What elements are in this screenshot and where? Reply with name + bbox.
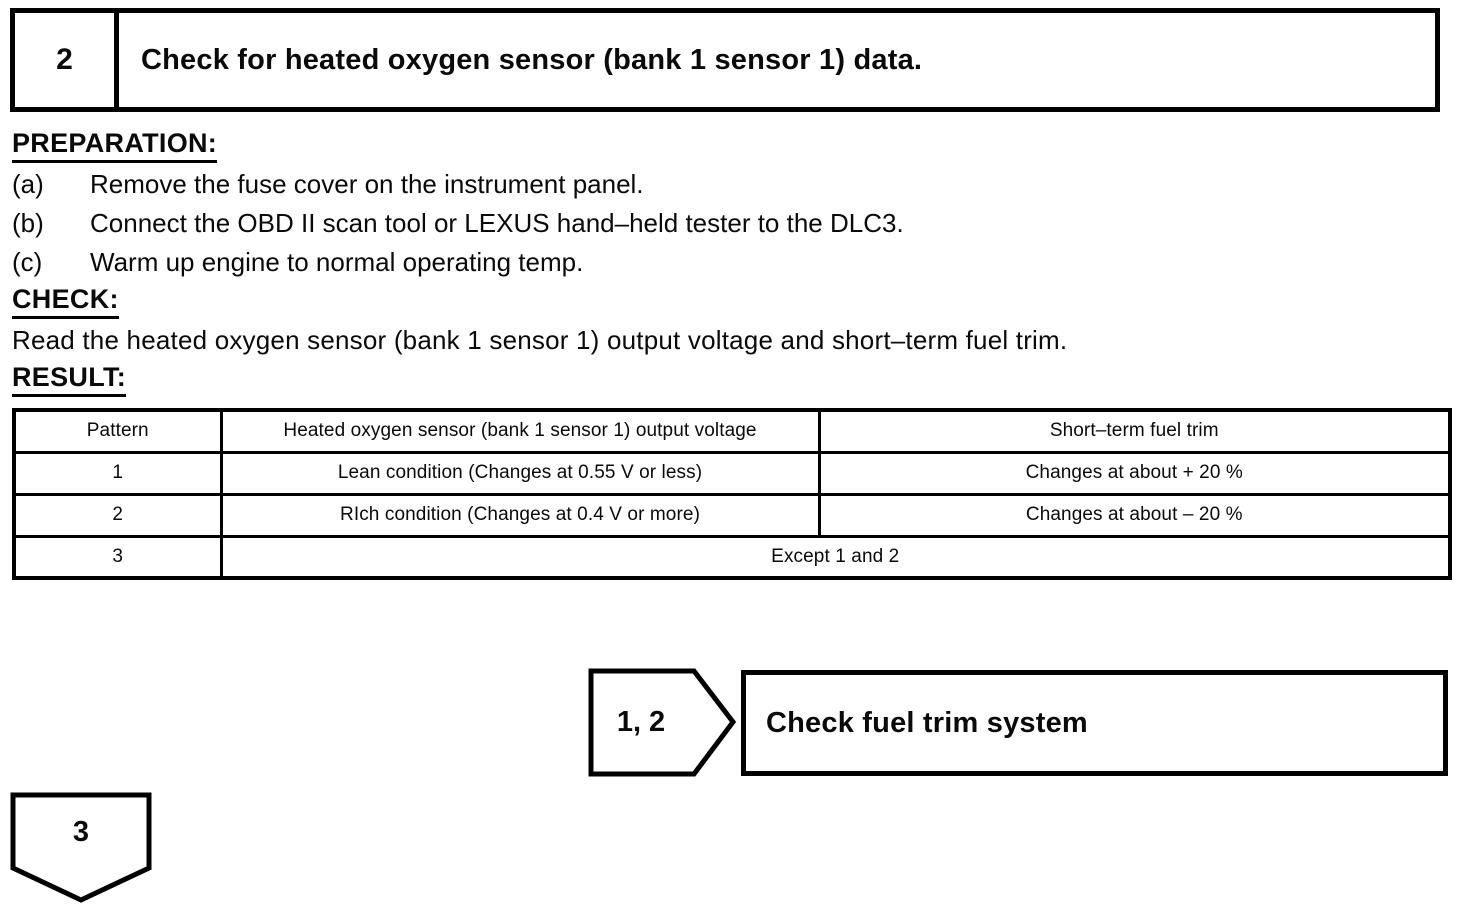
prep-item-b-text: Connect the OBD II scan tool or LEXUS ha… — [90, 208, 904, 238]
right-arrow-pentagon-icon — [588, 668, 736, 777]
table-row-pattern-3: 3 Except 1 and 2 — [12, 534, 1452, 580]
result-heading: RESULT: — [12, 362, 127, 397]
flow-label-3: 3 — [72, 815, 90, 848]
col-header-voltage: Heated oxygen sensor (bank 1 sensor 1) o… — [219, 408, 821, 454]
prep-item-a: (a) Remove the fuse cover on the instrum… — [12, 165, 1452, 204]
table-row-pattern-1: 1 Lean condition (Changes at 0.55 V or l… — [12, 450, 1452, 496]
cell-voltage-1: Lean condition (Changes at 0.55 V or les… — [219, 450, 821, 496]
result-heading-line: RESULT: — [12, 360, 1452, 399]
col-header-pattern: Pattern — [12, 408, 223, 454]
action-box: Check fuel trim system — [741, 670, 1448, 776]
check-text: Read the heated oxygen sensor (bank 1 se… — [12, 325, 1068, 355]
prep-item-c: (c) Warm up engine to normal operating t… — [12, 243, 1452, 282]
cell-voltage-2: RIch condition (Changes at 0.4 V or more… — [219, 492, 821, 538]
prep-item-b-label: (b) — [12, 208, 44, 238]
down-arrow-pentagon-icon — [10, 792, 152, 903]
preparation-heading-line: PREPARATION: — [12, 126, 1452, 165]
table-row-pattern-2: 2 RIch condition (Changes at 0.4 V or mo… — [12, 492, 1452, 538]
flow-connector-3: 3 — [10, 792, 152, 904]
col-header-fuel-trim: Short–term fuel trim — [817, 408, 1452, 454]
cell-trim-1: Changes at about + 20 % — [817, 450, 1452, 496]
prep-item-b: (b) Connect the OBD II scan tool or LEXU… — [12, 204, 1452, 243]
cell-pattern-3: 3 — [12, 534, 223, 580]
cell-pattern-1: 1 — [12, 450, 223, 496]
instruction-text-block: PREPARATION: (a) Remove the fuse cover o… — [12, 126, 1452, 399]
flow-connector-1-2: 1, 2 — [588, 668, 736, 777]
step-number: 2 — [15, 13, 119, 107]
prep-item-a-label: (a) — [12, 169, 44, 199]
step-header: 2 Check for heated oxygen sensor (bank 1… — [10, 8, 1440, 112]
flow-label-1-2: 1, 2 — [616, 706, 666, 738]
prep-item-c-text: Warm up engine to normal operating temp. — [90, 247, 584, 277]
cell-except-span: Except 1 and 2 — [219, 534, 1452, 580]
prep-item-c-label: (c) — [12, 247, 43, 277]
check-heading: CHECK: — [12, 284, 119, 319]
action-text: Check fuel trim system — [766, 706, 1088, 739]
result-table: Pattern Heated oxygen sensor (bank 1 sen… — [12, 408, 1452, 580]
check-heading-line: CHECK: — [12, 282, 1452, 321]
step-title: Check for heated oxygen sensor (bank 1 s… — [141, 43, 923, 76]
prep-item-a-text: Remove the fuse cover on the instrument … — [90, 169, 644, 199]
result-table-header-row: Pattern Heated oxygen sensor (bank 1 sen… — [12, 408, 1452, 454]
cell-trim-2: Changes at about – 20 % — [817, 492, 1452, 538]
preparation-heading: PREPARATION: — [12, 128, 218, 163]
cell-pattern-2: 2 — [12, 492, 223, 538]
